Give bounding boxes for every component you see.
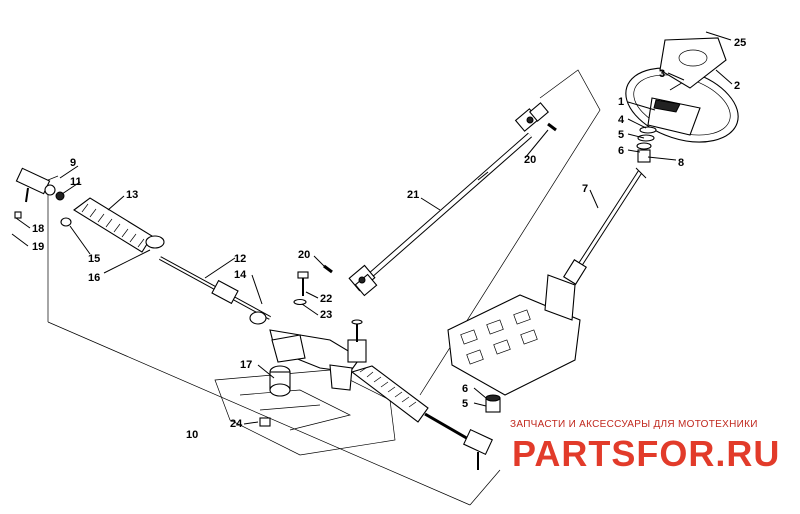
callout-10: 10 <box>186 429 198 441</box>
pedal-frame <box>447 274 581 396</box>
mount-17 <box>269 365 291 397</box>
callout-1: 1 <box>618 96 624 108</box>
callout-8: 8 <box>678 157 684 169</box>
callout-7: 7 <box>582 183 588 195</box>
steering-wheel <box>625 67 739 143</box>
callout-14: 14 <box>234 269 247 281</box>
boot-left <box>73 197 165 253</box>
callout-19: 19 <box>32 241 44 253</box>
callout-24: 24 <box>230 418 243 430</box>
inner-rod-left <box>159 256 271 325</box>
callout-11: 11 <box>70 176 82 188</box>
collar-lower <box>485 394 501 413</box>
callout-22: 22 <box>320 293 332 305</box>
callout-21: 21 <box>407 189 419 201</box>
callout-25: 25 <box>734 37 746 49</box>
callout-13: 13 <box>126 189 138 201</box>
hub-parts <box>636 126 657 163</box>
callout-6-lower: 6 <box>462 383 468 395</box>
watermark-brand: PARTSFOR.RU <box>512 433 780 474</box>
callout-16: 16 <box>88 272 100 284</box>
callout-15: 15 <box>88 253 100 265</box>
callout-23: 23 <box>320 309 332 321</box>
boot-right <box>350 365 429 423</box>
callout-12: 12 <box>234 253 246 265</box>
leader-lines <box>11 31 733 425</box>
bolt-upper <box>547 122 557 132</box>
watermark-tagline: ЗАПЧАСТИ И АКСЕССУАРЫ ДЛЯ МОТОТЕХНИКИ <box>510 419 758 430</box>
callout-3: 3 <box>659 68 665 80</box>
bracket-right-line <box>469 469 501 506</box>
callout-2: 2 <box>734 80 740 92</box>
callout-5: 5 <box>618 129 624 141</box>
bracket-bottom-line <box>47 321 471 506</box>
callout-18: 18 <box>32 223 44 235</box>
bolt-22 <box>293 271 309 306</box>
nut-24 <box>259 417 271 427</box>
tie-rod-right <box>424 412 493 470</box>
callout-4: 4 <box>618 114 625 126</box>
callout-17: 17 <box>240 359 252 371</box>
callout-20-lower: 20 <box>298 249 310 261</box>
horn-pad <box>659 37 727 89</box>
callout-20-upper: 20 <box>524 154 536 166</box>
steering-shaft <box>563 167 647 285</box>
clamp-15 <box>60 217 72 227</box>
callout-5-lower: 5 <box>462 398 468 410</box>
callout-9: 9 <box>70 157 76 169</box>
tie-rod-end-left <box>14 167 65 219</box>
callout-labels: 1 2 3 4 5 6 7 8 9 10 11 12 13 14 15 16 1… <box>32 37 746 441</box>
watermark: ЗАПЧАСТИ И АКСЕССУАРЫ ДЛЯ МОТОТЕХНИКИ PA… <box>510 419 780 474</box>
column-frame-outline <box>419 69 601 396</box>
callout-6: 6 <box>618 145 624 157</box>
rack-housing <box>269 319 367 391</box>
intermediate-shaft <box>348 102 549 297</box>
